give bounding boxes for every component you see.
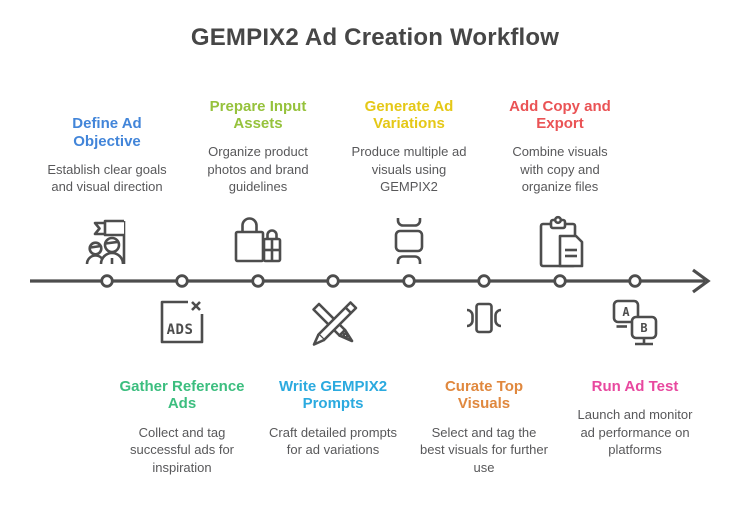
step-column-define-objective: Define Ad Objective Establish clear goal… (22, 78, 192, 196)
step-description: Produce multiple ad visuals using GEMPIX… (351, 144, 467, 195)
page-title: GEMPIX2 Ad Creation Workflow (190, 24, 560, 51)
step-column-run-ad-test: Run Ad Test Launch and monitor ad perfor… (550, 378, 720, 459)
timeline-nodes (100, 274, 642, 288)
carousel-icon (456, 293, 512, 349)
step-column-curate-visuals: Curate Top Visuals Select and tag the be… (399, 378, 569, 476)
step-description: Launch and monitor ad performance on pla… (577, 407, 693, 458)
step-title: Run Ad Test (591, 378, 679, 395)
step-description: Craft detailed prompts for ad variations (269, 424, 397, 458)
variant-a-label: A (622, 305, 630, 319)
step-title: Gather Reference Ads (119, 378, 245, 413)
step-title: Define Ad Objective (72, 115, 142, 150)
step-title: Add Copy and Export (509, 97, 611, 132)
variant-b-label: B (640, 321, 647, 335)
ab-test-icon: A B (607, 294, 663, 350)
step-description: Organize product photos and brand guidel… (207, 144, 309, 195)
clipboard-icon (532, 214, 588, 270)
ads-label: ADS (167, 322, 194, 338)
step-title: Prepare Input Assets (209, 97, 307, 132)
reference-ads-icon: ADS (154, 293, 210, 349)
shopping-bags-icon (230, 212, 286, 268)
step-title: Write GEMPIX2 Prompts (278, 378, 388, 413)
step-description: Collect and tag successful ads for inspi… (129, 424, 235, 475)
step-column-write-prompts: Write GEMPIX2 Prompts Craft detailed pro… (248, 378, 418, 459)
step-column-add-copy-export: Add Copy and Export Combine visuals with… (475, 78, 645, 196)
step-column-prepare-assets: Prepare Input Assets Organize product ph… (173, 78, 343, 196)
step-column-generate-variations: Generate Ad Variations Produce multiple … (324, 78, 494, 196)
step-description: Establish clear goals and visual directi… (47, 161, 167, 195)
step-title: Generate Ad Variations (364, 97, 454, 132)
step-title: Curate Top Visuals (444, 378, 524, 413)
step-column-gather-reference: Gather Reference Ads Collect and tag suc… (97, 378, 267, 476)
pen-pencil-icon (305, 294, 361, 350)
step-description: Select and tag the best visuals for furt… (420, 424, 548, 475)
arrow-head (692, 268, 711, 294)
step-description: Combine visuals with copy and organize f… (512, 144, 608, 195)
ad-frames-icon (381, 212, 437, 268)
team-goal-icon (79, 212, 135, 268)
